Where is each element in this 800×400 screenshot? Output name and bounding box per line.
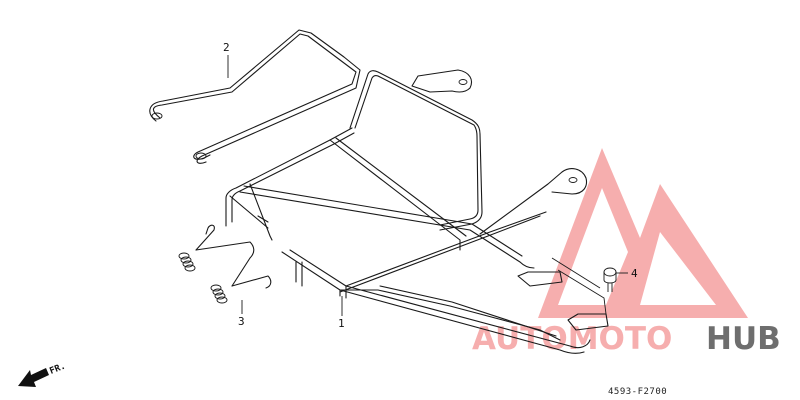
- front-arrow-icon: [18, 368, 49, 387]
- watermark-text-secondary: HUB: [706, 321, 781, 357]
- callout-part-3: 3: [238, 315, 245, 328]
- spring-coil-lower: [210, 284, 228, 304]
- drawing-code: 4593-F2700: [608, 387, 667, 397]
- front-direction-label: FR.: [48, 361, 67, 376]
- part-1-rack-frame: [225, 69, 609, 354]
- front-direction-indicator: FR.: [18, 361, 67, 387]
- watermark-text-primary: AUTOMOTO: [472, 321, 672, 357]
- callout-leaders: [227, 55, 628, 316]
- part-4-bolt: [603, 267, 617, 292]
- watermark-logo: AUTOMOTO HUB: [472, 148, 781, 357]
- callout-part-2: 2: [223, 41, 230, 54]
- callout-part-1: 1: [338, 317, 345, 330]
- callout-part-4: 4: [631, 267, 638, 280]
- part-2-wire-bracket: [149, 29, 361, 164]
- spring-coil-upper: [178, 252, 196, 272]
- part-3-springs: [178, 224, 272, 304]
- watermark-triangle-shape: [538, 148, 748, 318]
